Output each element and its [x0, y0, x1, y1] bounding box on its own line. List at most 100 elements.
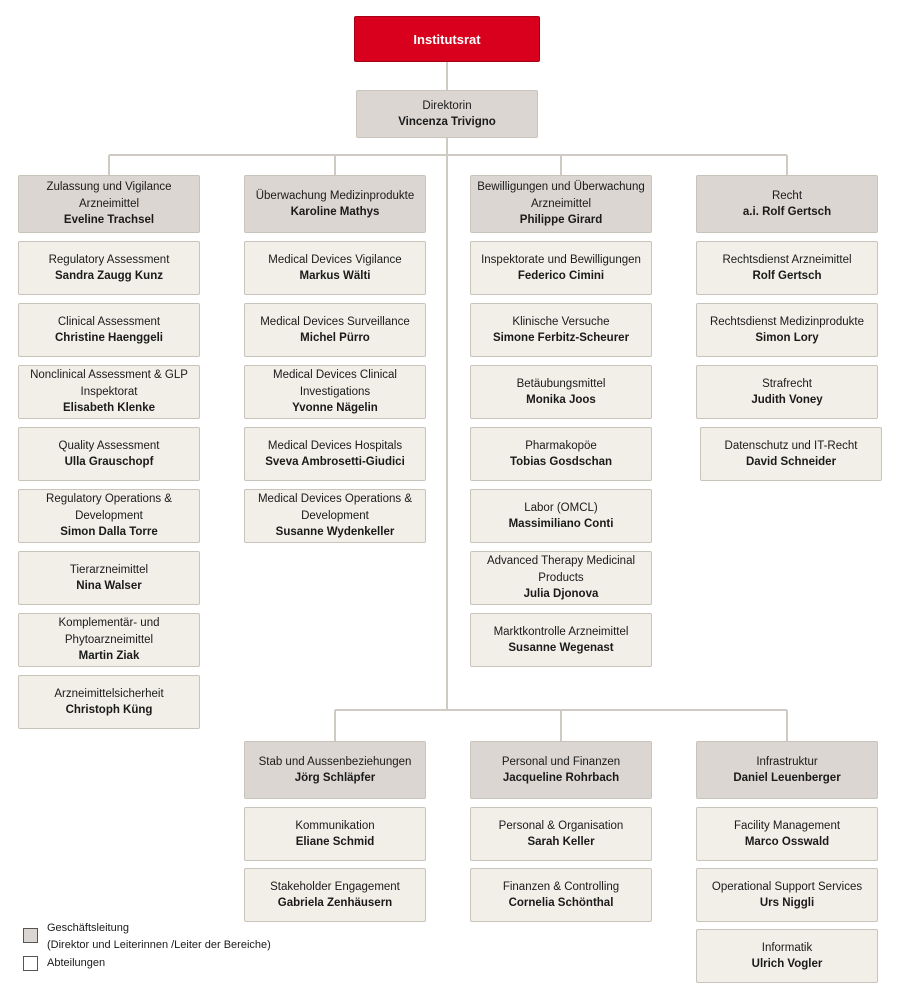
- division-lead: Karoline Mathys: [290, 206, 380, 218]
- dept-box: Nonclinical Assessment & GLP Inspektorat…: [18, 365, 200, 419]
- division-title: Zulassung und Vigilance Arzneimittel: [46, 181, 172, 210]
- division-lead: Eveline Trachsel: [63, 214, 155, 227]
- dept-title: Medical Devices Operations & Development: [257, 493, 413, 522]
- dept-title: Medical Devices Surveillance: [260, 315, 410, 328]
- division-head-personal-finanzen: Personal und Finanzen Jacqueline Rohrbac…: [470, 741, 652, 799]
- legend-head-subtitle: (Direktor und Leiterinnen /Leiter der Be…: [47, 939, 271, 951]
- dept-lead: Elisabeth Klenke: [62, 402, 156, 415]
- division-head-infrastruktur: Infrastruktur Daniel Leuenberger: [696, 741, 878, 799]
- dept-title: Marktkontrolle Arzneimittel: [493, 625, 629, 638]
- dept-title: Strafrecht: [762, 377, 812, 390]
- dept-lead: Sarah Keller: [527, 836, 595, 848]
- dept-title: Inspektorate und Bewilligungen: [481, 253, 641, 266]
- director-title: Direktorin: [422, 99, 472, 112]
- dept-title: Arzneimittelsicherheit: [54, 687, 164, 700]
- dept-lead: Markus Wälti: [299, 270, 371, 282]
- dept-lead: Massimiliano Conti: [508, 518, 614, 530]
- dept-lead: David Schneider: [745, 456, 837, 468]
- dept-lead: Ulla Grauschopf: [64, 456, 154, 468]
- dept-title: Finanzen & Controlling: [502, 880, 620, 893]
- legend-head-swatch: [23, 928, 38, 943]
- institutsrat-box: Institutsrat: [354, 16, 540, 62]
- division-lead: Jacqueline Rohrbach: [502, 772, 620, 784]
- dept-title: Clinical Assessment: [57, 315, 161, 328]
- division-title: Stab und Aussenbeziehungen: [258, 755, 412, 768]
- dept-title: Datenschutz und IT-Recht: [724, 439, 858, 452]
- dept-lead: Yvonne Nägelin: [292, 402, 378, 415]
- dept-box: Labor (OMCL) Massimiliano Conti: [470, 489, 652, 543]
- dept-lead: Martin Ziak: [78, 650, 140, 663]
- dept-lead: Julia Djonova: [523, 588, 599, 601]
- dept-lead: Tobias Gosdschan: [509, 456, 613, 468]
- dept-lead: Judith Voney: [751, 394, 823, 406]
- dept-lead: Urs Niggli: [759, 897, 815, 909]
- dept-title: Regulatory Assessment: [48, 253, 170, 266]
- dept-title: Medical Devices Hospitals: [267, 439, 403, 452]
- dept-lead: Susanne Wegenast: [508, 642, 614, 654]
- dept-title: Betäubungsmittel: [516, 377, 606, 390]
- legend-head-title: Geschäftsleitung: [47, 922, 129, 934]
- dept-title: Facility Management: [733, 819, 841, 832]
- dept-lead: Nina Walser: [76, 580, 142, 592]
- dept-title: Nonclinical Assessment & GLP Inspektorat: [30, 369, 188, 398]
- dept-title: Tierarzneimittel: [69, 563, 149, 576]
- dept-title: Rechtsdienst Arzneimittel: [722, 253, 852, 266]
- dept-title: Rechtsdienst Medizinprodukte: [709, 315, 865, 328]
- division-lead: Jörg Schläpfer: [294, 772, 376, 784]
- dept-title: Advanced Therapy Medicinal Products: [486, 555, 636, 584]
- dept-lead: Simon Lory: [755, 332, 819, 344]
- dept-title: Informatik: [761, 941, 813, 954]
- division-head-medizinprodukte: Überwachung Medizinprodukte Karoline Mat…: [244, 175, 426, 233]
- dept-lead: Sandra Zaugg Kunz: [55, 270, 163, 282]
- dept-title: Medical Devices Vigilance: [268, 253, 402, 266]
- dept-lead: Ulrich Vogler: [751, 958, 823, 970]
- legend-dept-swatch: [23, 956, 38, 971]
- dept-title: Labor (OMCL): [524, 501, 598, 514]
- dept-title: Operational Support Services: [711, 880, 863, 893]
- division-head-stab: Stab und Aussenbeziehungen Jörg Schläpfe…: [244, 741, 426, 799]
- dept-lead: Cornelia Schönthal: [508, 897, 614, 909]
- division-title: Überwachung Medizinprodukte: [255, 189, 415, 202]
- dept-lead: Susanne Wydenkeller: [275, 526, 395, 539]
- dept-lead: Michel Pürro: [300, 332, 370, 344]
- dept-title: Klinische Versuche: [512, 315, 610, 328]
- division-head-bewilligungen: Bewilligungen und Überwachung Arzneimitt…: [470, 175, 652, 233]
- dept-box: Medical Devices Operations & Development…: [244, 489, 426, 543]
- dept-lead: Eliane Schmid: [295, 836, 375, 848]
- dept-title: Quality Assessment: [58, 439, 160, 452]
- dept-title: Personal & Organisation: [498, 819, 624, 832]
- director-name: Vincenza Trivigno: [398, 116, 496, 128]
- dept-lead: Simone Ferbitz-Scheurer: [492, 332, 630, 344]
- dept-lead: Christine Haenggeli: [55, 332, 163, 344]
- dept-title: Regulatory Operations & Development: [46, 493, 172, 522]
- dept-lead: Federico Cimini: [517, 270, 605, 282]
- division-lead: Philippe Girard: [519, 214, 603, 227]
- division-title: Personal und Finanzen: [501, 755, 621, 768]
- director-box: Direktorin Vincenza Trivigno: [356, 90, 538, 138]
- dept-title: Kommunikation: [295, 819, 375, 832]
- division-title: Bewilligungen und Überwachung Arzneimitt…: [477, 181, 645, 210]
- division-title: Infrastruktur: [756, 755, 818, 768]
- dept-lead: Simon Dalla Torre: [60, 526, 158, 539]
- division-lead: a.i. Rolf Gertsch: [742, 206, 832, 218]
